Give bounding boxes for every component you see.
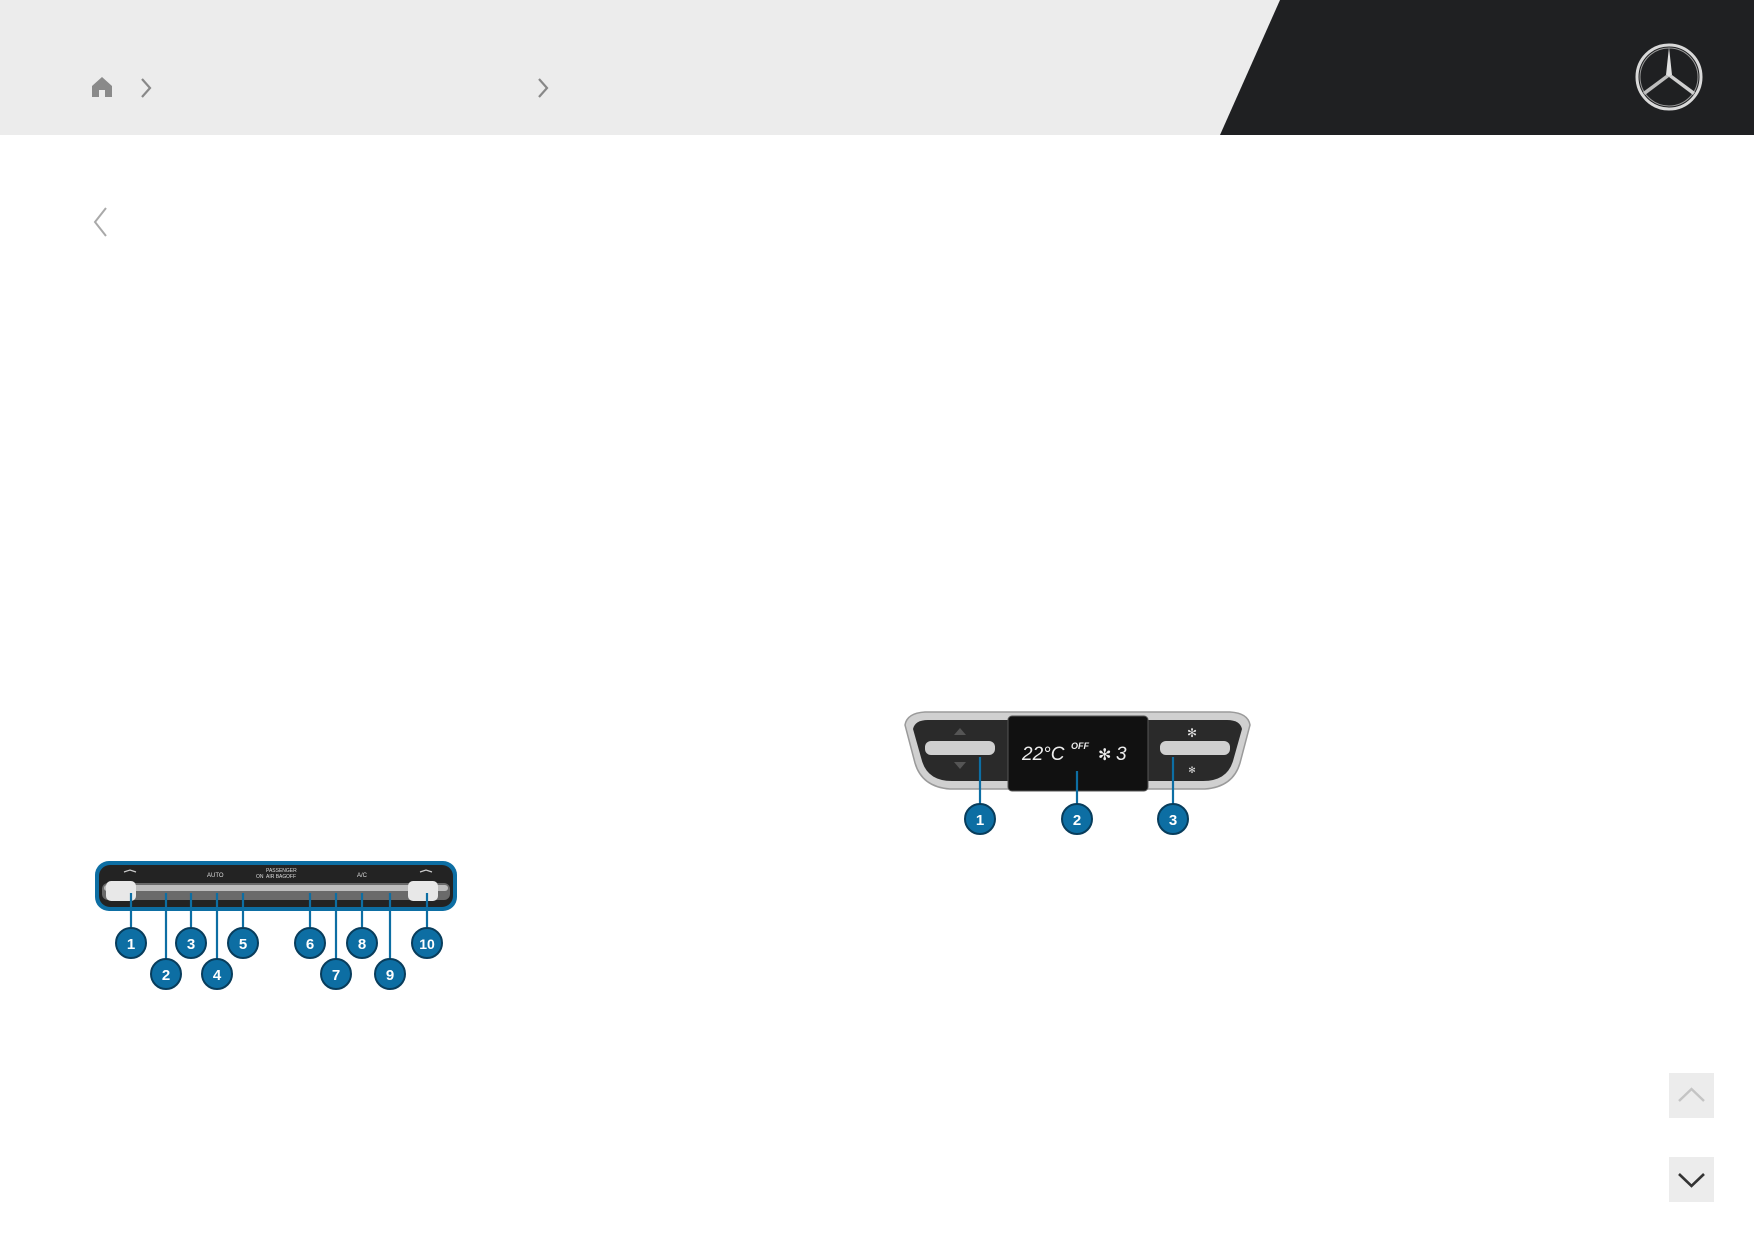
callout-7: 7 [320,958,352,990]
airbag-off-label: OFF [286,874,296,880]
header-brand-area [1220,0,1754,135]
chevron-up-icon [1678,1087,1705,1102]
svg-text:9: 9 [386,967,394,984]
svg-text:10: 10 [419,936,435,952]
svg-text:3: 3 [187,936,195,953]
callout-4: 4 [201,958,233,990]
chevron-right-icon [535,77,551,99]
callout-9: 9 [374,958,406,990]
status-display: OFF [1071,741,1089,751]
svg-text:6: 6 [306,936,314,953]
fan-icon: ✻ [1098,747,1111,764]
temperature-display: 22°C [1021,744,1065,765]
svg-text:1: 1 [976,812,984,829]
callout-2: 2 [150,958,182,990]
ac-button-label: A/C [357,873,368,879]
airbag-on-label: ON [256,874,264,880]
home-icon[interactable] [90,75,114,99]
scroll-up-button[interactable] [1669,1073,1714,1118]
rear-climate-panel-illustration: ✻ ✻ 22°C OFF ✻ 3 1 2 3 [895,705,1260,840]
svg-text:7: 7 [332,967,340,984]
chevron-right-icon [138,77,154,99]
front-climate-panel-illustration: AUTO PASSENGER AIR BAG ON OFF A/C 1 2 3 … [90,855,465,995]
svg-text:✻: ✻ [1187,726,1197,740]
svg-text:2: 2 [162,967,170,984]
svg-text:5: 5 [239,936,247,953]
callout-3: 3 [175,927,207,959]
callout-6: 6 [294,927,326,959]
back-chevron-icon[interactable] [90,205,112,239]
callout-10: 10 [411,927,443,959]
svg-text:1: 1 [127,936,135,953]
callout-1: 1 [115,927,147,959]
callout-2: 2 [1061,803,1093,835]
passenger-label: PASSENGER [266,868,297,874]
airbag-label: AIR BAG [266,874,286,880]
scroll-down-button[interactable] [1669,1157,1714,1202]
svg-text:8: 8 [358,936,366,953]
svg-text:2: 2 [1073,812,1081,829]
callout-1: 1 [964,803,996,835]
fan-level-display: 3 [1116,744,1127,765]
svg-text:✻: ✻ [1188,765,1196,775]
callout-8: 8 [346,927,378,959]
svg-text:3: 3 [1169,812,1177,829]
callout-3: 3 [1157,803,1189,835]
callout-5: 5 [227,927,259,959]
chevron-down-icon [1678,1173,1705,1188]
auto-button-label: AUTO [207,873,224,879]
svg-text:4: 4 [213,967,222,984]
mercedes-star-icon[interactable] [1634,42,1704,112]
